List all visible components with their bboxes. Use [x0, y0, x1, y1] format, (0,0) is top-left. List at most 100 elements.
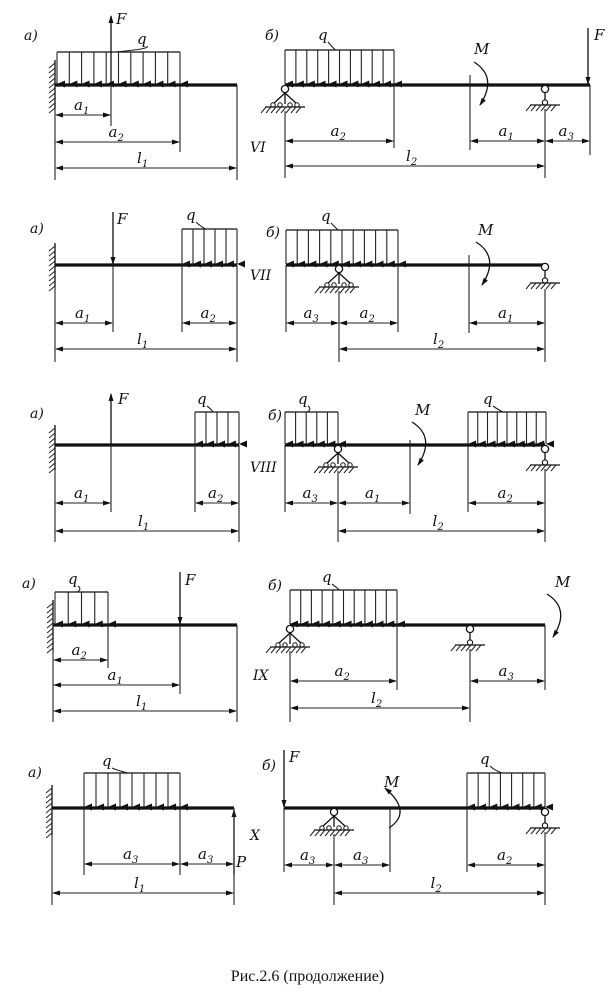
wall-hatch	[48, 92, 56, 99]
moment-arc	[546, 593, 562, 638]
dimension: a1	[470, 122, 545, 144]
ground-hatch	[545, 282, 552, 290]
roller-support	[525, 262, 560, 290]
ground-hatch	[329, 829, 336, 837]
dimension-label: a3	[300, 846, 315, 867]
dimension: l1	[55, 149, 237, 171]
wall-hatch	[48, 275, 56, 282]
wall-hatch	[48, 280, 56, 287]
wall-hatch	[48, 432, 56, 439]
load-leader	[307, 405, 311, 413]
dimension: l2	[290, 689, 470, 711]
load-label-q: q	[298, 390, 308, 408]
moment-arrow: M	[383, 773, 401, 829]
variant-label-a: а)	[22, 576, 36, 592]
ground-hatch	[470, 644, 477, 652]
moment-arc	[384, 787, 401, 829]
force-arrow-up: P	[231, 809, 247, 875]
support-leg	[338, 272, 352, 285]
dimension-label: a3	[559, 122, 574, 143]
moment-arrow: M	[411, 401, 431, 466]
ground-hatch	[545, 104, 552, 112]
ground-hatch	[525, 282, 532, 290]
dimension: a3	[545, 122, 590, 144]
ground-hatch	[339, 286, 346, 294]
dimension-label: a1	[365, 484, 380, 505]
hinge	[465, 624, 475, 634]
variant-label-a: а)	[24, 28, 38, 44]
figure-caption: Рис.2.6 (продолжение)	[230, 968, 385, 985]
ground-hatch	[525, 464, 532, 472]
load-label-q: q	[137, 30, 147, 48]
dimension-label: a2	[109, 123, 124, 144]
wall-hatch	[48, 250, 56, 257]
ground-hatch	[530, 104, 537, 112]
dimension: a2	[339, 304, 398, 326]
support-leg	[321, 815, 335, 828]
ground-hatch	[285, 646, 292, 654]
roller-support	[525, 444, 560, 472]
load-leader	[111, 767, 129, 774]
dimension: l2	[334, 874, 545, 896]
variant-label-b: б)	[265, 28, 279, 44]
ground-hatch	[343, 466, 350, 474]
ground-hatch	[535, 104, 542, 112]
wall-hatch	[48, 457, 56, 464]
variant-label-b: б)	[268, 578, 282, 594]
force-arrow-up: F	[108, 10, 127, 85]
ground-hatch	[319, 286, 326, 294]
dimension: l1	[55, 512, 239, 534]
pinned-support	[309, 807, 354, 837]
dimension-label: l1	[138, 512, 149, 533]
ground-hatch	[323, 466, 330, 474]
ground-hatch	[349, 286, 356, 294]
variant-label-b: б)	[268, 408, 282, 424]
ground-hatch	[319, 829, 326, 837]
hinge	[329, 807, 339, 817]
hinge-lower	[541, 99, 549, 106]
wall-hatch	[48, 270, 56, 277]
ground-hatch	[339, 829, 346, 837]
ground-hatch	[530, 827, 537, 835]
force-label: F	[116, 210, 128, 228]
dimension-label: a3	[304, 304, 319, 325]
dimension-label: a2	[331, 122, 346, 143]
hinge	[540, 444, 550, 454]
dimension: a1	[53, 666, 180, 688]
dimension-label: l2	[406, 147, 417, 168]
scheme-number: VIII	[250, 460, 277, 476]
ground-hatch	[550, 827, 557, 835]
wall-hatch	[48, 427, 56, 434]
ground-hatch	[550, 104, 557, 112]
force-label: F	[593, 26, 605, 44]
dimension: l1	[52, 874, 234, 896]
ground-hatch	[344, 286, 351, 294]
support-leg	[326, 272, 340, 285]
scheme-number: IX	[252, 668, 270, 684]
ground-hatch	[525, 104, 532, 112]
roller-support	[450, 624, 485, 652]
ground-hatch	[535, 464, 542, 472]
pinned-support	[260, 84, 305, 114]
ground-hatch	[535, 282, 542, 290]
dimension: a1	[338, 484, 410, 506]
wall-hatch	[48, 87, 56, 94]
ground-hatch	[280, 106, 287, 114]
dimension: l1	[53, 692, 237, 714]
wall-hatch	[46, 647, 54, 654]
ground-hatch	[329, 286, 336, 294]
ground-hatch	[265, 106, 272, 114]
distributed-load: q	[83, 752, 188, 811]
wall-hatch	[45, 822, 53, 829]
wall-hatch	[46, 607, 54, 614]
load-leader	[327, 41, 336, 51]
wall-hatch	[45, 807, 53, 814]
hinge-lower	[466, 639, 474, 646]
wall-hatch	[48, 285, 56, 292]
moment-label: M	[383, 773, 400, 791]
hinge-lower	[541, 277, 549, 284]
dimension: l2	[285, 147, 545, 169]
